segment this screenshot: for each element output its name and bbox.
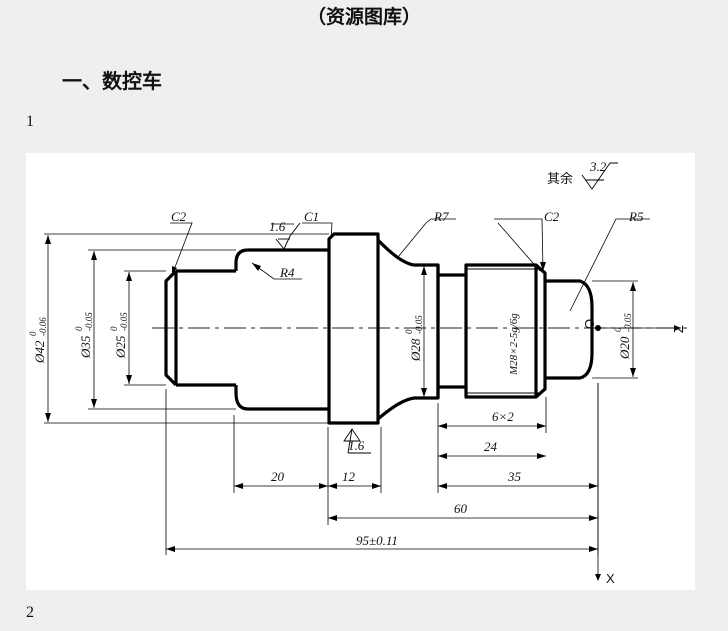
- section-heading: 一、数控车: [62, 69, 162, 93]
- surface-note: 其余: [547, 171, 573, 187]
- svg-text:-0.05: -0.05: [414, 315, 424, 334]
- origin-label: O: [582, 319, 597, 329]
- svg-text:M28×2-5g/6g: M28×2-5g/6g: [508, 313, 520, 376]
- shaft-outline: [164, 232, 594, 425]
- roughness-symbol-general: [581, 162, 618, 190]
- svg-text:Ø25: Ø25: [113, 335, 128, 359]
- dia20-label: Ø20 0 -0.05: [613, 313, 633, 360]
- length-24-label: 24: [484, 439, 498, 454]
- svg-text:-0.05: -0.05: [623, 313, 633, 332]
- radius-r5-label: R5: [628, 209, 644, 224]
- extension-lines: [44, 233, 638, 555]
- svg-text:Ø28: Ø28: [408, 338, 423, 362]
- groove-label: 6×2: [492, 409, 514, 424]
- radius-r7-label: R7: [433, 209, 449, 224]
- chamfer-right-label: C2: [544, 209, 560, 224]
- length-dimension-lines: [166, 425, 598, 550]
- document-title: （资源图库）: [306, 6, 421, 28]
- svg-text:0: 0: [28, 331, 38, 336]
- svg-text:0: 0: [404, 329, 414, 334]
- axis-z-label: Z: [671, 325, 686, 333]
- svg-text:Ø35: Ø35: [78, 335, 93, 359]
- length-20-label: 20: [271, 469, 285, 484]
- shaft-drawing-svg: 其余 3.2 1.6 1.6 C2 C1 C2 R7 R5 R4 Ø42 0 -…: [28, 159, 690, 586]
- roughness-symbol-bottom: [343, 428, 371, 454]
- diameter-arrows: [45, 235, 636, 422]
- svg-text:-0.05: -0.05: [119, 312, 129, 331]
- roughness-general: 3.2: [589, 159, 607, 174]
- leader-arrows: [172, 262, 546, 275]
- dia42-label: Ø42 0 -0.06: [28, 317, 48, 364]
- roughness-bottom: 1.6: [348, 438, 365, 453]
- diameter-dimension-lines: [47, 235, 634, 422]
- item-number-1: 1: [26, 113, 34, 130]
- svg-text:-0.06: -0.06: [38, 317, 48, 336]
- svg-text:Z: Z: [671, 325, 686, 333]
- svg-text:O: O: [582, 319, 597, 329]
- svg-text:Ø42: Ø42: [32, 340, 47, 364]
- svg-text:-0.05: -0.05: [84, 312, 94, 331]
- dia35-label: Ø35 0 -0.05: [74, 312, 94, 359]
- chamfer-left-label: C2: [171, 209, 187, 224]
- svg-text:0: 0: [109, 326, 119, 331]
- roughness-top: 1.6: [269, 219, 286, 234]
- roughness-symbol-top: [275, 222, 301, 250]
- dia28-label: Ø28 0 -0.05: [404, 315, 424, 362]
- x-axis-arrow: [595, 574, 601, 581]
- item-number-2: 2: [26, 604, 34, 621]
- leader-lines: [170, 218, 650, 312]
- radius-r4-label: R4: [279, 265, 295, 280]
- chamfer-mid-label: C1: [304, 209, 319, 224]
- coordinate-axes: [597, 327, 681, 578]
- length-12-label: 12: [342, 469, 356, 484]
- svg-text:Ø20: Ø20: [617, 336, 632, 360]
- engineering-drawing: 其余 3.2 1.6 1.6 C2 C1 C2 R7 R5 R4 Ø42 0 -…: [26, 153, 695, 590]
- dia25-label: Ø25 0 -0.05: [109, 312, 129, 359]
- svg-text:0: 0: [74, 326, 84, 331]
- thread-label: M28×2-5g/6g: [508, 313, 520, 376]
- length-35-label: 35: [507, 469, 522, 484]
- svg-text:0: 0: [613, 327, 623, 332]
- length-arrows: [166, 423, 598, 552]
- length-total-label: 95±0.11: [356, 533, 398, 548]
- axis-x-label: X: [606, 571, 615, 586]
- z-axis-arrow: [674, 325, 681, 331]
- length-60-label: 60: [454, 501, 468, 516]
